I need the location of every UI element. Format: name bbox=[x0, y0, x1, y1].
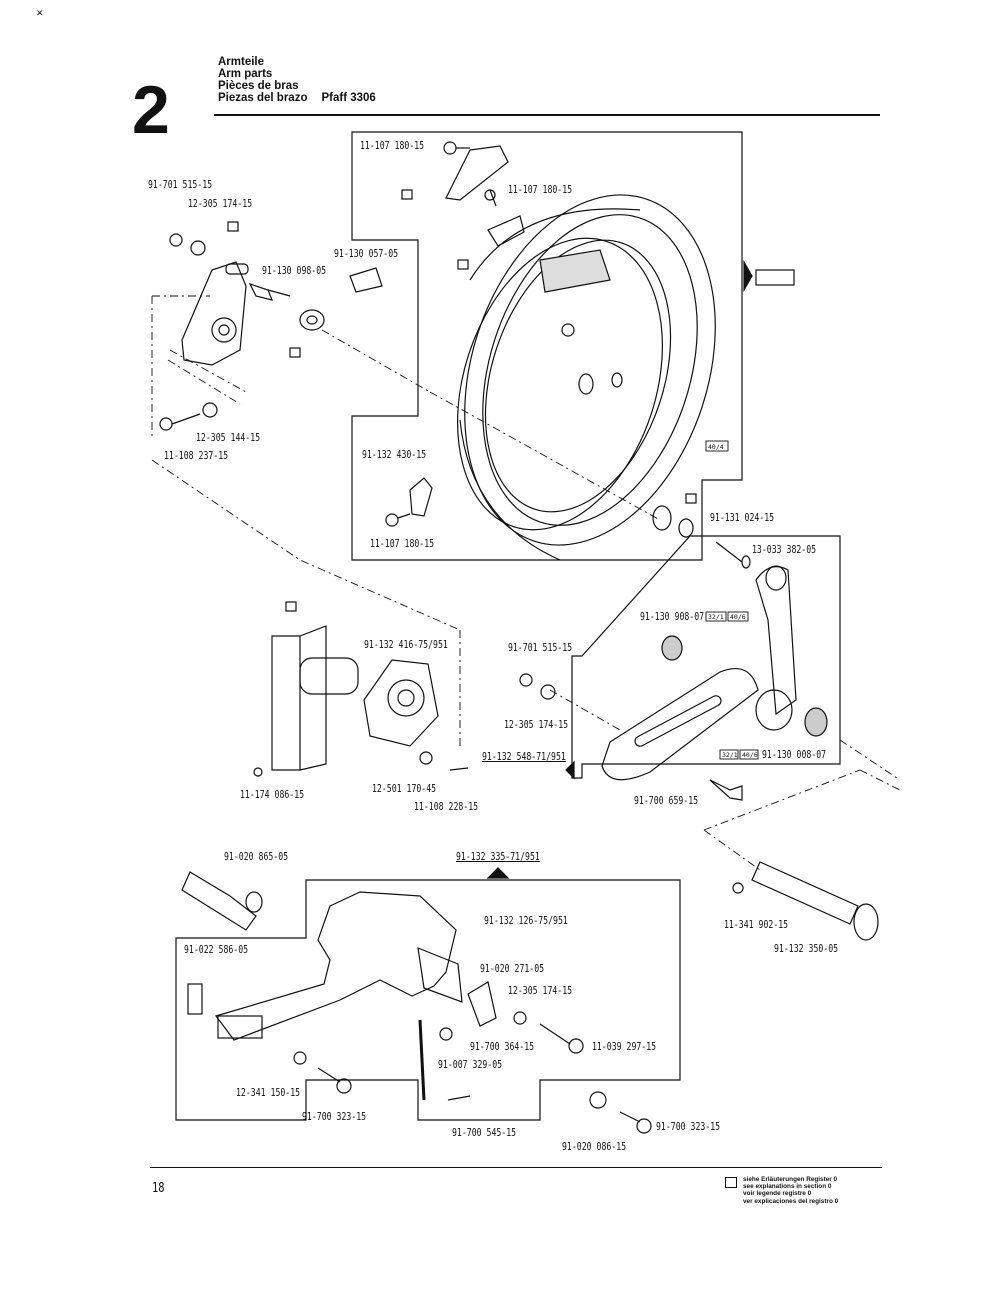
handwheel-ref-box bbox=[755, 269, 795, 286]
title-french: Pièces de bras bbox=[218, 80, 299, 92]
part-label: 91-701 515-15 bbox=[508, 642, 573, 654]
bracket-group-frame bbox=[175, 879, 681, 1121]
part-label: 11-107 180-15 bbox=[360, 140, 425, 152]
legend-block: siehe Erläuterungen Register 0 see expla… bbox=[743, 1176, 838, 1205]
part-label: 91-132 126-75/951 bbox=[484, 915, 568, 927]
guide-plate bbox=[271, 635, 301, 771]
part-label: 12-305 174-15 bbox=[508, 985, 573, 997]
part-label: 12-305 174-15 bbox=[504, 719, 569, 731]
part-label: 91-131 024-15 bbox=[710, 512, 775, 524]
part-label-assembly: 91-132 548-71/951 bbox=[482, 751, 566, 763]
part-label: 91-022 586-05 bbox=[184, 944, 249, 956]
section-number: 2 bbox=[132, 72, 170, 148]
ref-tag: 40/6 bbox=[742, 751, 758, 759]
part-label: 11-108 237-15 bbox=[164, 450, 229, 462]
part-label: 91-130 057-05 bbox=[334, 248, 399, 260]
legend-spanish: ver explicaciones del registro 0 bbox=[743, 1197, 839, 1205]
machine-model: Pfaff 3306 bbox=[321, 92, 376, 104]
part-label: 12-501 170-45 bbox=[372, 783, 437, 795]
handwheel-group-frame bbox=[351, 131, 743, 561]
handwheel-drawing bbox=[457, 194, 716, 561]
legend-french: voir legende registre 0 bbox=[743, 1190, 812, 1198]
crank-housing bbox=[363, 659, 439, 747]
ref-tag: 32/1 bbox=[722, 751, 738, 759]
part-label: 91-700 545-15 bbox=[452, 1127, 517, 1139]
part-label: 91-130 008-07 bbox=[762, 749, 827, 761]
part-label-assembly: 91-132 416-75/951 bbox=[364, 639, 448, 651]
ref-tag: 40/4 bbox=[708, 443, 724, 451]
footer-rule bbox=[150, 1167, 882, 1168]
ref-tag: 40/6 bbox=[730, 613, 746, 621]
part-label: 91-007 329-05 bbox=[438, 1059, 503, 1071]
page-number: 18 bbox=[152, 1181, 165, 1196]
part-label: 91-700 659-15 bbox=[634, 795, 699, 807]
part-label: 91-700 323-15 bbox=[302, 1111, 367, 1123]
header-rule bbox=[214, 114, 880, 116]
part-label: 91-020 086-15 bbox=[562, 1141, 627, 1153]
part-label: 11-039 297-15 bbox=[592, 1041, 657, 1053]
part-label: 91-701 515-15 bbox=[148, 179, 213, 191]
part-label: 91-130 908-07 bbox=[640, 611, 705, 623]
crank-arm bbox=[755, 566, 797, 716]
hinge-bracket bbox=[181, 261, 247, 366]
part-label: 91-132 430-15 bbox=[362, 449, 427, 461]
crank-group-frame bbox=[571, 535, 841, 779]
part-label: 12-341 150-15 bbox=[236, 1087, 301, 1099]
part-label: 11-341 902-15 bbox=[724, 919, 789, 931]
page-title-block: Armteile Arm parts Pièces de bras Piezas… bbox=[218, 56, 376, 104]
part-label: 12-305 174-15 bbox=[188, 198, 253, 210]
part-label: 91-130 098-05 bbox=[262, 265, 327, 277]
part-label: 12-305 144-15 bbox=[196, 432, 261, 444]
part-label: 11-107 180-15 bbox=[508, 184, 573, 196]
legend-english: see explanations in section 0 bbox=[743, 1183, 832, 1191]
part-label-assembly: 91-132 335-71/951 bbox=[456, 851, 540, 863]
corner-mark: ✕ bbox=[36, 8, 44, 18]
title-english: Arm parts bbox=[218, 68, 273, 80]
legend-german: siehe Erläuterungen Register 0 bbox=[743, 1176, 838, 1183]
part-label: 13-033 382-05 bbox=[752, 544, 817, 556]
part-label: 11-108 228-15 bbox=[414, 801, 479, 813]
part-label: 91-700 364-15 bbox=[470, 1041, 535, 1053]
part-label: 11-107 180-15 bbox=[370, 538, 435, 550]
part-label: 91-700 323-15 bbox=[656, 1121, 721, 1133]
title-spanish: Piezas del brazo bbox=[218, 92, 308, 104]
part-label: 91-020 865-05 bbox=[224, 851, 289, 863]
title-spanish-row: Piezas del brazo Pfaff 3306 bbox=[218, 92, 376, 104]
title-german: Armteile bbox=[218, 56, 265, 68]
part-label: 91-132 350-05 bbox=[774, 943, 839, 955]
ref-tag: 32/1 bbox=[708, 613, 724, 621]
legend-square-icon bbox=[725, 1177, 737, 1188]
part-label: 91-020 271-05 bbox=[480, 963, 545, 975]
part-label: 11-174 086-15 bbox=[240, 789, 305, 801]
